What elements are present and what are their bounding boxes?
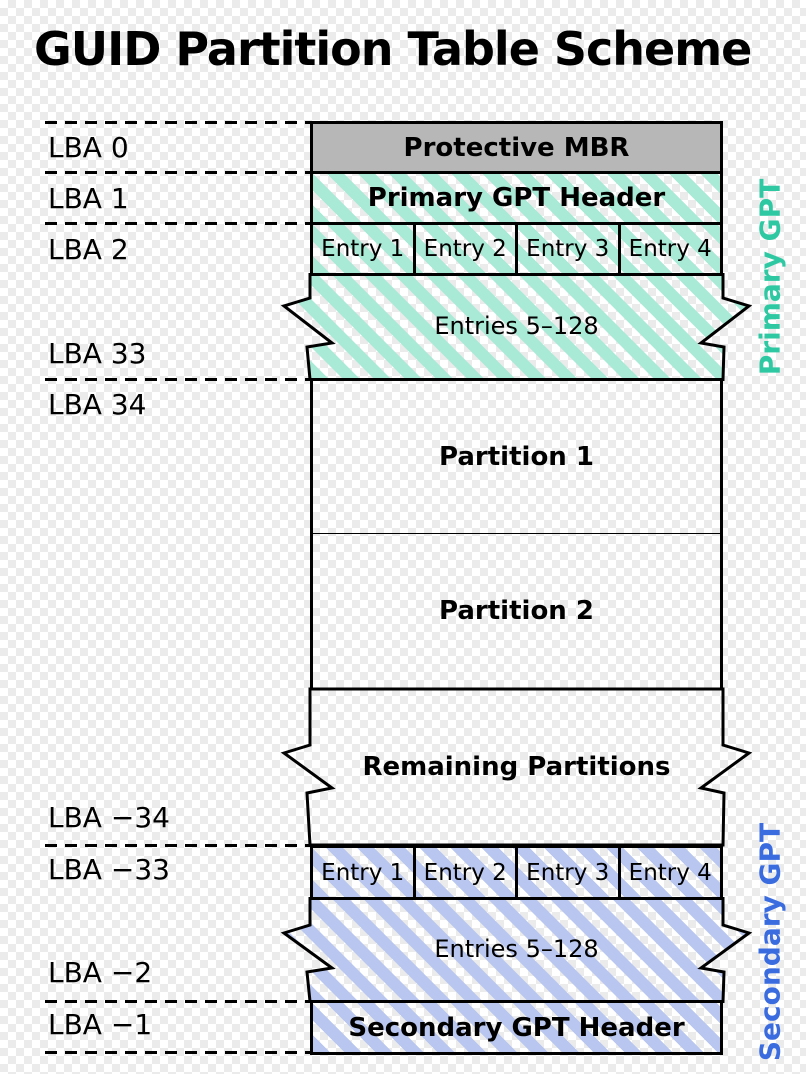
- lba-label-minus1: LBA −1: [48, 1008, 153, 1041]
- section-partition-2: Partition 2: [310, 533, 723, 690]
- entry-cell: Entry 1: [321, 236, 405, 262]
- lba-label-0: LBA 0: [48, 131, 129, 164]
- section-partition-1: Partition 1: [310, 378, 723, 534]
- secondary-gpt-side-label: Secondary GPT: [753, 822, 787, 1062]
- dashed-line: [45, 171, 310, 174]
- secondary-more-entries-label: Entries 5–128: [434, 934, 599, 963]
- dashed-line: [45, 1051, 310, 1054]
- dashed-line: [45, 844, 310, 847]
- lba-label-33: LBA 33: [48, 337, 147, 370]
- section-primary-more-entries: [280, 273, 753, 381]
- section-secondary-more-entries: [280, 897, 753, 1003]
- dashed-line: [45, 1000, 310, 1003]
- lba-label-1: LBA 1: [48, 182, 129, 215]
- entry-cell: Entry 4: [617, 848, 721, 897]
- primary-gpt-side-label: Primary GPT: [753, 178, 787, 376]
- entry-cell: Entry 2: [412, 848, 516, 897]
- dashed-line: [45, 378, 310, 381]
- section-secondary-gpt-header: Secondary GPT Header: [310, 1000, 723, 1055]
- primary-more-entries-label: Entries 5–128: [434, 311, 599, 340]
- entry-cell: Entry 4: [617, 225, 721, 273]
- diagram-title: GUID Partition Table Scheme: [34, 22, 752, 76]
- entry-cell: Entry 2: [412, 225, 516, 273]
- lba-label-2: LBA 2: [48, 233, 129, 266]
- remaining-partitions-label: Remaining Partitions: [362, 751, 671, 782]
- dashed-line: [45, 121, 310, 124]
- section-remaining-partitions: [280, 687, 753, 847]
- section-label: Primary GPT Header: [367, 183, 666, 213]
- dashed-line: [45, 222, 310, 225]
- section-primary-gpt-header: Primary GPT Header: [310, 171, 723, 225]
- entry-cell: Entry 3: [515, 848, 618, 897]
- section-primary-entries: Entry 1 Entry 2 Entry 3 Entry 4: [310, 222, 723, 276]
- lba-label-minus2: LBA −2: [48, 956, 153, 989]
- section-label: Secondary GPT Header: [348, 1012, 685, 1043]
- section-protective-mbr: Protective MBR: [310, 121, 723, 174]
- entry-cell: Entry 3: [515, 225, 618, 273]
- section-label: Partition 2: [439, 596, 594, 626]
- entry-cell: Entry 1: [321, 859, 405, 886]
- section-label: Partition 1: [439, 442, 594, 472]
- lba-label-minus33: LBA −33: [48, 853, 170, 886]
- lba-label-minus34: LBA −34: [48, 801, 170, 834]
- lba-label-34: LBA 34: [48, 388, 147, 421]
- section-label: Protective MBR: [403, 132, 630, 163]
